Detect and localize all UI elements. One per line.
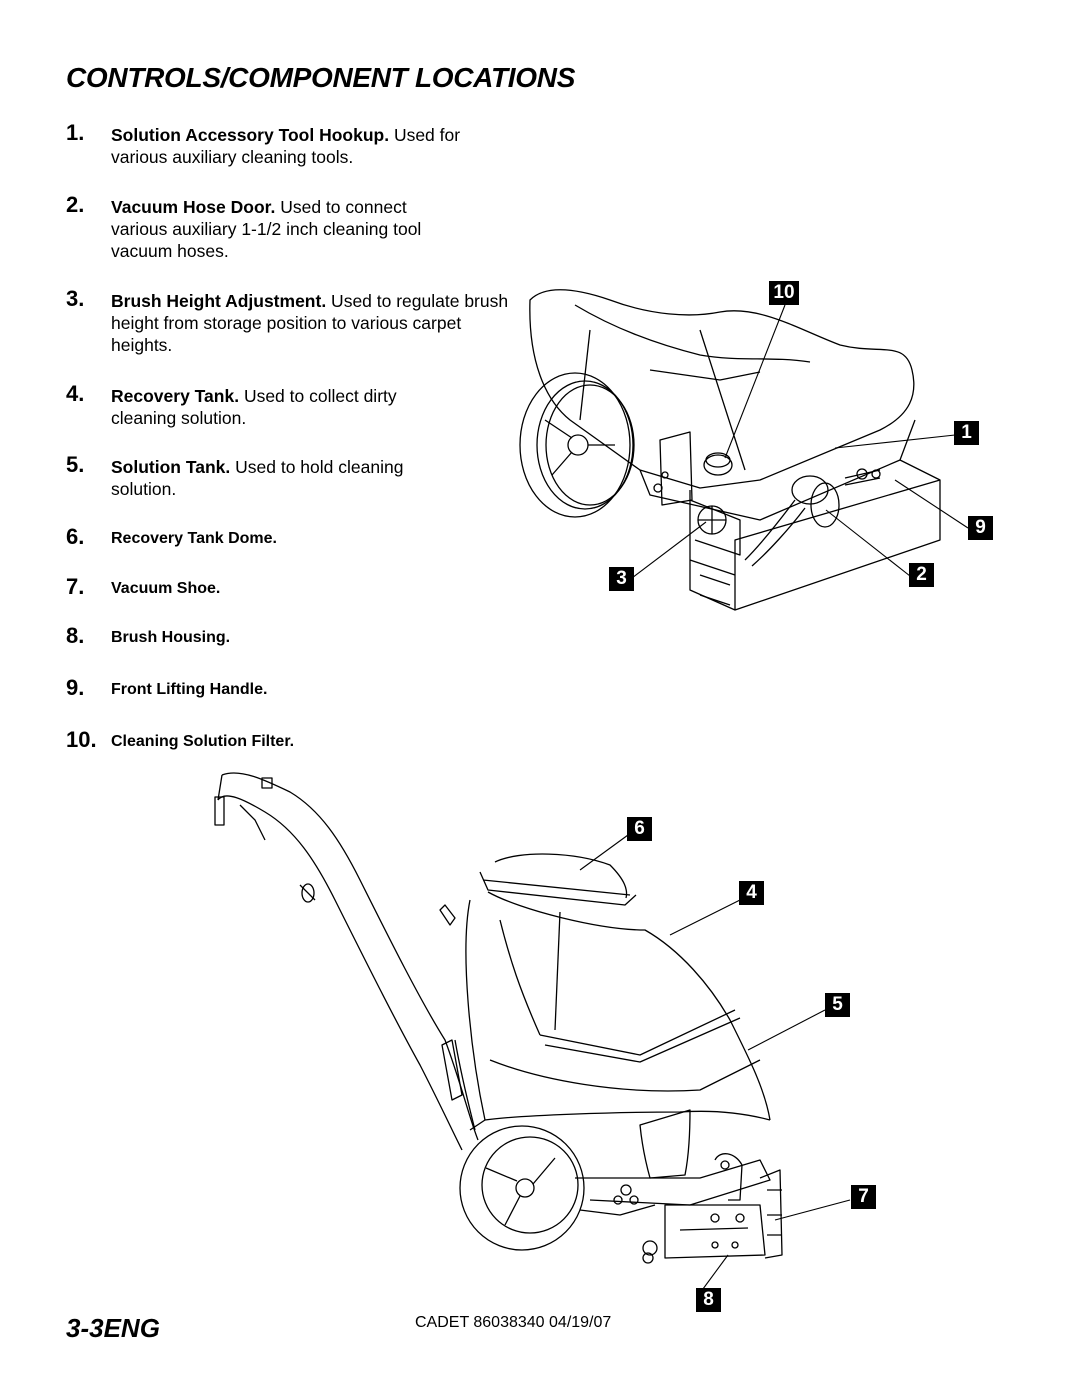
item-name: Brush Housing. — [111, 629, 231, 646]
document-reference: CADET 86038340 04/19/07 — [415, 1314, 612, 1331]
callout-6: 6 — [627, 817, 652, 841]
callout-5: 5 — [825, 993, 850, 1017]
item-name: Solution Tank. — [111, 457, 231, 477]
list-item-9: 9. Front Lifting Handle. — [66, 675, 516, 701]
item-number: 8. — [66, 623, 85, 648]
item-number: 6. — [66, 524, 85, 549]
item-name: Vacuum Shoe. — [111, 580, 221, 597]
item-description: Used to regulate brush height from stora… — [111, 291, 509, 355]
callout-10: 10 — [769, 281, 799, 305]
list-item-7: 7. Vacuum Shoe. — [66, 574, 516, 600]
item-description: Used for various auxiliary cleaning tool… — [111, 125, 461, 167]
callout-2: 2 — [909, 563, 934, 587]
item-number: 3. — [66, 286, 85, 311]
item-number: 9. — [66, 675, 85, 700]
item-number: 5. — [66, 452, 85, 477]
list-item-1: 1. Solution Accessory Tool Hookup. Used … — [66, 120, 516, 168]
list-item-4: 4. Recovery Tank. Used to collect dirty … — [66, 381, 516, 429]
item-name: Front Lifting Handle. — [111, 681, 268, 698]
item-name: Brush Height Adjustment. — [111, 291, 327, 311]
item-name: Vacuum Hose Door. — [111, 197, 276, 217]
callout-9: 9 — [968, 516, 993, 540]
callout-3: 3 — [609, 567, 634, 591]
item-description: Used to hold cleaning solution. — [111, 457, 404, 499]
callout-1: 1 — [954, 421, 979, 445]
list-item-5: 5. Solution Tank. Used to hold cleaning … — [66, 452, 516, 500]
item-name: Recovery Tank Dome. — [111, 530, 277, 547]
item-number: 1. — [66, 120, 85, 145]
front-view-illustration — [519, 289, 969, 611]
list-item-8: 8. Brush Housing. — [66, 623, 516, 649]
list-item-10: 10. Cleaning Solution Filter. — [66, 727, 516, 753]
page-title: CONTROLS/COMPONENT LOCATIONS — [66, 62, 576, 93]
item-description: Used to collect dirty cleaning solution. — [111, 386, 397, 428]
item-number: 4. — [66, 381, 85, 406]
item-number: 10. — [66, 727, 97, 752]
item-description: Used to connect various auxiliary 1-1/2 … — [111, 197, 422, 261]
callout-4: 4 — [739, 881, 764, 905]
page-number: 3-3ENG — [66, 1313, 160, 1343]
list-item-6: 6. Recovery Tank Dome. — [66, 524, 516, 550]
item-number: 2. — [66, 192, 85, 217]
item-name: Cleaning Solution Filter. — [111, 733, 295, 750]
callout-7: 7 — [851, 1185, 876, 1209]
item-name: Recovery Tank. — [111, 386, 240, 406]
list-item-2: 2. Vacuum Hose Door. Used to connect var… — [66, 192, 516, 262]
item-number: 7. — [66, 574, 85, 599]
list-item-3: 3. Brush Height Adjustment. Used to regu… — [66, 286, 516, 356]
callout-8: 8 — [696, 1288, 721, 1312]
item-name: Solution Accessory Tool Hookup. — [111, 125, 390, 145]
side-view-illustration — [214, 772, 851, 1294]
